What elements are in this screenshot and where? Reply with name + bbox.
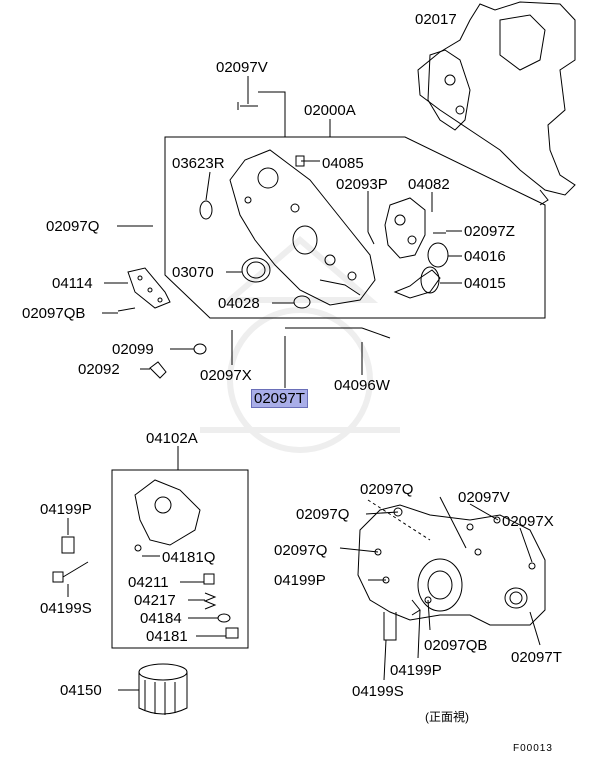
valve-04211-drawing xyxy=(203,573,215,585)
leader-lines-top xyxy=(102,76,462,388)
engine-block-drawing xyxy=(417,1,576,206)
label-02097Q-b2[interactable]: 02097Q xyxy=(296,506,350,523)
bolt-04181Q-drawing xyxy=(134,544,142,552)
gasket-04184-drawing xyxy=(217,613,231,623)
label-04085[interactable]: 04085 xyxy=(322,155,364,172)
oil-filter-drawing xyxy=(118,663,188,715)
label-04114[interactable]: 04114 xyxy=(52,275,93,292)
label-04199P-left[interactable]: 04199P xyxy=(40,501,92,518)
label-02017[interactable]: 02017 xyxy=(415,11,457,28)
bracket-drawing xyxy=(134,479,201,546)
label-02097T-highlighted[interactable]: 02097T xyxy=(251,389,308,408)
label-04199P-b1[interactable]: 04199P xyxy=(274,572,326,589)
label-02093P[interactable]: 02093P xyxy=(336,176,388,193)
plug-04181-drawing xyxy=(225,627,239,639)
label-04028[interactable]: 04028 xyxy=(218,295,260,312)
figure-code: F00013 xyxy=(513,743,553,754)
label-02097Z[interactable]: 02097Z xyxy=(464,223,515,240)
label-04184[interactable]: 04184 xyxy=(140,610,182,627)
label-02097QB-left[interactable]: 02097QB xyxy=(22,305,86,322)
label-02097Q-b1[interactable]: 02097Q xyxy=(360,481,414,498)
label-02097Q-left[interactable]: 02097Q xyxy=(46,218,100,235)
label-02099[interactable]: 02099 xyxy=(112,341,154,358)
oil-pump-assembly-box xyxy=(164,136,546,319)
pin-drawing xyxy=(367,231,375,245)
label-04096W[interactable]: 04096W xyxy=(334,377,390,394)
label-02097X-mid[interactable]: 02097X xyxy=(200,367,252,384)
label-04015[interactable]: 04015 xyxy=(464,275,506,292)
gear-04016-drawing xyxy=(427,242,449,268)
label-02097T-b[interactable]: 02097T xyxy=(511,649,562,666)
label-02092[interactable]: 02092 xyxy=(78,361,120,378)
label-02000A[interactable]: 02000A xyxy=(304,102,356,119)
label-03623R[interactable]: 03623R xyxy=(172,155,225,172)
front-view-caption: (正面視) xyxy=(425,710,469,724)
label-04016[interactable]: 04016 xyxy=(464,248,506,265)
gear-shaft-04015-drawing xyxy=(393,269,441,299)
pump-cover-drawing xyxy=(384,197,426,259)
label-04150[interactable]: 04150 xyxy=(60,682,102,699)
label-02097X-b[interactable]: 02097X xyxy=(502,513,554,530)
label-02097Q-b3[interactable]: 02097Q xyxy=(274,542,328,559)
spring-04217-drawing xyxy=(203,592,217,610)
gasket-04114-drawing xyxy=(127,267,171,309)
label-02097V-top[interactable]: 02097V xyxy=(216,59,268,76)
label-04102A[interactable]: 04102A xyxy=(146,430,198,447)
label-04199S-b[interactable]: 04199S xyxy=(352,683,404,700)
label-04211[interactable]: 04211 xyxy=(128,574,169,591)
seal-ring-drawing xyxy=(241,257,271,283)
label-04199S-left[interactable]: 04199S xyxy=(40,600,92,617)
label-04181Q[interactable]: 04181Q xyxy=(162,549,216,566)
oil-seal-drawing xyxy=(199,200,213,220)
bolt-02097V-top-drawing xyxy=(237,102,258,110)
leader-lines-lower xyxy=(339,496,541,681)
front-case-drawing xyxy=(229,149,376,306)
left-bolts xyxy=(52,518,89,597)
ring-04028-drawing xyxy=(293,295,311,309)
oil-filter-bracket-box xyxy=(111,446,249,649)
label-02097V-b[interactable]: 02097V xyxy=(458,489,510,506)
o-ring-02099-drawing xyxy=(193,343,207,355)
label-04082[interactable]: 04082 xyxy=(408,176,450,193)
label-04181[interactable]: 04181 xyxy=(146,628,188,645)
label-02097QB-b[interactable]: 02097QB xyxy=(424,637,488,654)
label-04199P-b2[interactable]: 04199P xyxy=(390,662,442,679)
label-04217[interactable]: 04217 xyxy=(134,592,176,609)
plug-02092-drawing xyxy=(149,361,167,379)
label-03070[interactable]: 03070 xyxy=(172,264,214,281)
bolt-02097QB-left-drawing xyxy=(117,307,136,312)
